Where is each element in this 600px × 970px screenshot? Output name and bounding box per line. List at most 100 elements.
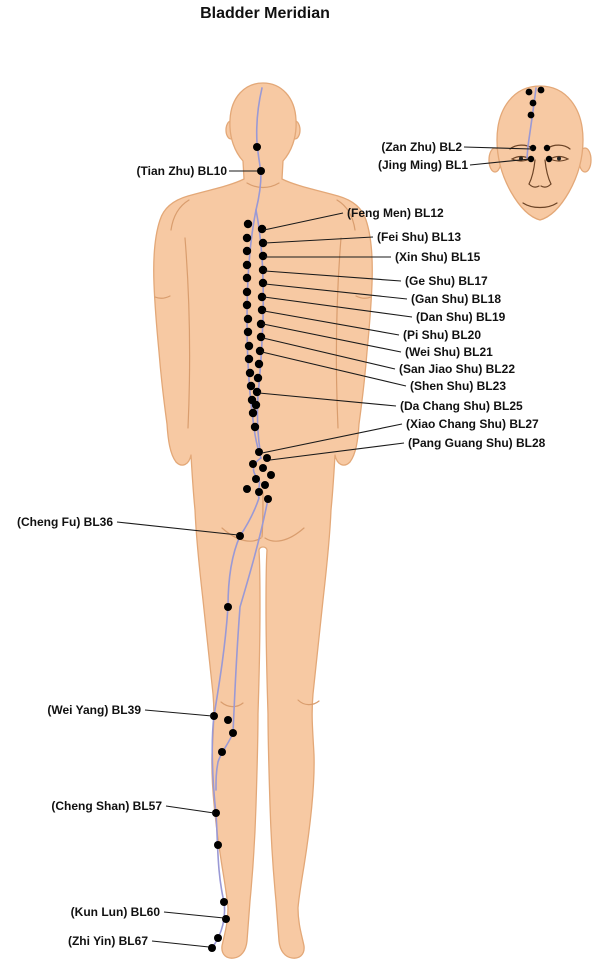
- page-title: Bladder Meridian: [200, 5, 330, 22]
- left-deltoid-crease: [170, 199, 190, 231]
- main-figure: [153, 82, 373, 959]
- leader-line-bl19: [263, 296, 413, 318]
- label-bl1: (Jing Ming) BL1: [378, 158, 468, 172]
- label-bl25: (Da Chang Shu) BL25: [400, 399, 523, 413]
- acupoint-dot: [525, 88, 533, 96]
- leader-line-bl22: [262, 337, 396, 370]
- acupoint-dot: [242, 300, 252, 310]
- acupoint-dot: [527, 111, 535, 119]
- acupoint-dot: [257, 167, 265, 175]
- acupoint-dot: [210, 712, 218, 720]
- leader-line-bl21: [262, 323, 402, 353]
- acupoint-dot: [257, 305, 267, 315]
- right-nostril: [540, 183, 552, 188]
- label-bl15: (Xin Shu) BL15: [395, 250, 481, 264]
- acupoint-dot: [252, 387, 262, 397]
- left-inner-arm-crease: [184, 237, 191, 429]
- body-crease-lines: [154, 182, 372, 708]
- left-knee-crease: [220, 701, 244, 708]
- right-inner-arm-crease: [335, 237, 342, 429]
- neck-base-crease: [246, 182, 280, 189]
- acupoint-dot: [257, 292, 267, 302]
- meridian-head-neck: [255, 87, 263, 211]
- acupoint-dot: [256, 319, 266, 329]
- acupoint-dot: [267, 471, 275, 479]
- acupoint-dot: [251, 400, 261, 410]
- label-bl60: (Kun Lun) BL60: [71, 905, 161, 919]
- acupoint-dot: [244, 354, 254, 364]
- acupoint-dot: [545, 155, 553, 163]
- label-bl2: (Zan Zhu) BL2: [381, 140, 462, 154]
- acupoint-dot: [529, 99, 537, 107]
- acupoint-dot: [258, 278, 268, 288]
- acupoint-dot: [242, 260, 252, 270]
- leader-line-bl23: [261, 351, 407, 387]
- acupoint-dot: [252, 475, 260, 483]
- acupoint-dot: [259, 464, 267, 472]
- nose-right-line: [544, 159, 552, 185]
- acupoint-dot: [255, 346, 265, 356]
- right-pupil: [557, 156, 561, 161]
- face-outline: [496, 85, 584, 221]
- left-nostril: [528, 183, 540, 188]
- acupoint-dot: [250, 422, 260, 432]
- acupoint-dot: [263, 454, 271, 462]
- acupoint-dot: [208, 944, 216, 952]
- acupoint-dot: [256, 332, 266, 342]
- leader-line-bl12: [263, 212, 344, 231]
- leader-lines: [116, 146, 533, 948]
- label-bl28: (Pang Guang Shu) BL28: [408, 436, 546, 450]
- leader-line-bl60: [163, 911, 225, 919]
- label-bl39: (Wei Yang) BL39: [47, 703, 141, 717]
- label-bl23: (Shen Shu) BL23: [410, 379, 506, 393]
- acupoint-dot: [243, 485, 251, 493]
- acupoint-dot: [261, 481, 269, 489]
- acupoint-dot: [212, 809, 220, 817]
- label-bl67: (Zhi Yin) BL67: [68, 934, 148, 948]
- point-labels: (Tian Zhu) BL10 (Zan Zhu) BL2 (Jing Ming…: [17, 140, 546, 948]
- label-bl57: (Cheng Shan) BL57: [51, 799, 162, 813]
- acupoint-dot: [236, 532, 244, 540]
- acupoint-dot: [246, 381, 256, 391]
- acupoint-dot: [529, 144, 537, 152]
- label-bl22: (San Jiao Shu) BL22: [399, 362, 515, 376]
- label-bl36: (Cheng Fu) BL36: [17, 515, 113, 529]
- acupoint-dot: [258, 238, 268, 248]
- gluteal-center-crease: [261, 491, 264, 538]
- acupoint-dot: [242, 246, 252, 256]
- leader-line-bl27: [261, 423, 403, 454]
- acupoint-dot: [242, 233, 252, 243]
- mouth: [522, 202, 558, 209]
- acupoint-dot: [245, 368, 255, 378]
- acupoint-dot: [264, 495, 272, 503]
- acupoint-dot: [253, 373, 263, 383]
- leader-line-bl57: [165, 805, 215, 814]
- left-elbow-crease: [154, 295, 171, 299]
- acupoint-dot: [222, 915, 230, 923]
- face-meridian-line: [526, 87, 537, 159]
- nose-left-line: [528, 159, 536, 185]
- acupoint-dot: [258, 251, 268, 261]
- leader-line-bl39: [144, 709, 213, 717]
- leader-line-bl28: [269, 442, 405, 461]
- acupoint-dot: [214, 934, 222, 942]
- acupoint-dot: [243, 327, 253, 337]
- label-bl12: (Feng Men) BL12: [347, 206, 444, 220]
- label-bl18: (Gan Shu) BL18: [411, 292, 501, 306]
- label-bl13: (Fei Shu) BL13: [377, 230, 461, 244]
- meridian-knee-branch: [215, 498, 269, 791]
- label-bl27: (Xiao Chang Shu) BL27: [406, 417, 539, 431]
- leader-line-bl25: [258, 392, 397, 407]
- acupoint-dot: [218, 748, 226, 756]
- leader-line-bl17: [264, 270, 402, 282]
- face-inset: [488, 85, 592, 221]
- acupoint-dot: [242, 273, 252, 283]
- right-deltoid-crease: [336, 199, 356, 231]
- acupoint-dot: [214, 841, 222, 849]
- leader-line-bl1: [469, 158, 531, 166]
- right-knee-crease: [297, 699, 320, 706]
- label-bl21: (Wei Shu) BL21: [405, 345, 493, 359]
- acupoint-dot: [254, 359, 264, 369]
